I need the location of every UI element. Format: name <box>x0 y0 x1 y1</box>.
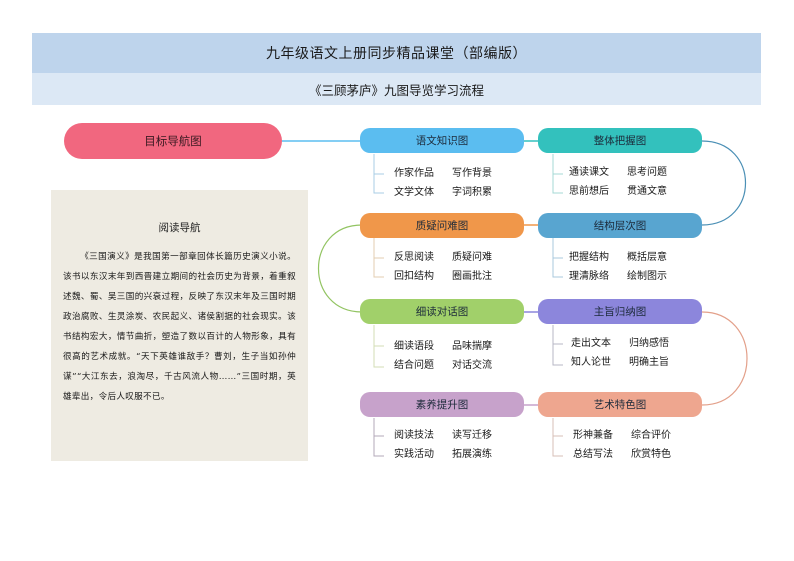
list-item: 欣赏特色 <box>631 449 671 460</box>
list-item: 明确主旨 <box>629 357 669 368</box>
list-item: 实践活动 <box>394 449 434 460</box>
page-title: 九年级语文上册同步精品课堂（部编版） <box>32 33 761 73</box>
list-item: 归纳感悟 <box>629 338 669 349</box>
list-item: 品味揣摩 <box>452 341 492 352</box>
list-item: 总结写法 <box>573 449 613 460</box>
list-item: 写作背景 <box>452 168 492 179</box>
reading-guide-body: 《三国演义》是我国第一部章回体长篇历史演义小说。该书以东汉末年到西晋建立期间的社… <box>63 252 296 402</box>
node-artistic-features-items: 形神兼备 综合评价 总结写法 欣赏特色 <box>573 426 689 464</box>
list-item: 形神兼备 <box>573 430 613 441</box>
goal-navigation-node[interactable]: 目标导航图 <box>64 123 282 159</box>
list-item: 读写迁移 <box>452 430 492 441</box>
list-item: 结合问题 <box>394 360 434 371</box>
list-item: 理清脉络 <box>569 271 609 282</box>
list-item: 把握结构 <box>569 252 609 263</box>
node-question-doubt-items: 反思阅读 质疑问难 回扣结构 圈画批注 <box>394 248 510 286</box>
list-item: 思考问题 <box>627 167 667 178</box>
node-chinese-knowledge-items: 作家作品 写作背景 文学文体 字词积累 <box>394 164 510 202</box>
list-item: 细读语段 <box>394 341 434 352</box>
list-item: 贯通文意 <box>627 186 667 197</box>
list-item: 回扣结构 <box>394 271 434 282</box>
list-item: 概括层意 <box>627 252 667 263</box>
list-item: 文学文体 <box>394 187 434 198</box>
list-item: 字词积累 <box>452 187 492 198</box>
node-artistic-features[interactable]: 艺术特色图 <box>538 392 702 417</box>
list-item: 圈画批注 <box>452 271 492 282</box>
list-item: 走出文本 <box>571 338 611 349</box>
node-close-reading-items: 细读语段 品味揣摩 结合问题 对话交流 <box>394 337 510 375</box>
reading-guide-title: 阅读导航 <box>158 222 201 234</box>
node-close-reading[interactable]: 细读对话图 <box>360 299 524 324</box>
node-overall-grasp[interactable]: 整体把握图 <box>538 128 702 153</box>
node-chinese-knowledge[interactable]: 语文知识图 <box>360 128 524 153</box>
list-item: 反思阅读 <box>394 252 434 263</box>
list-item: 作家作品 <box>394 168 434 179</box>
list-item: 对话交流 <box>452 360 492 371</box>
list-item: 拓展演练 <box>452 449 492 460</box>
list-item: 综合评价 <box>631 430 671 441</box>
node-literacy-improvement[interactable]: 素养提升图 <box>360 392 524 417</box>
list-item: 阅读技法 <box>394 430 434 441</box>
node-overall-grasp-items: 通读课文 思考问题 思前想后 贯通文意 <box>569 163 685 201</box>
list-item: 质疑问难 <box>452 252 492 263</box>
list-item: 知人论世 <box>571 357 611 368</box>
list-item: 通读课文 <box>569 167 609 178</box>
node-theme-summary[interactable]: 主旨归纳图 <box>538 299 702 324</box>
node-structure-levels[interactable]: 结构层次图 <box>538 213 702 238</box>
node-theme-summary-items: 走出文本 归纳感悟 知人论世 明确主旨 <box>571 334 687 372</box>
node-literacy-improvement-items: 阅读技法 读写迁移 实践活动 拓展演练 <box>394 426 510 464</box>
reading-guide-panel: 阅读导航 《三国演义》是我国第一部章回体长篇历史演义小说。该书以东汉末年到西晋建… <box>51 190 308 461</box>
list-item: 思前想后 <box>569 186 609 197</box>
list-item: 绘制图示 <box>627 271 667 282</box>
node-question-doubt[interactable]: 质疑问难图 <box>360 213 524 238</box>
page-subtitle: 《三顾茅庐》九图导览学习流程 <box>32 73 761 105</box>
node-structure-levels-items: 把握结构 概括层意 理清脉络 绘制图示 <box>569 248 685 286</box>
